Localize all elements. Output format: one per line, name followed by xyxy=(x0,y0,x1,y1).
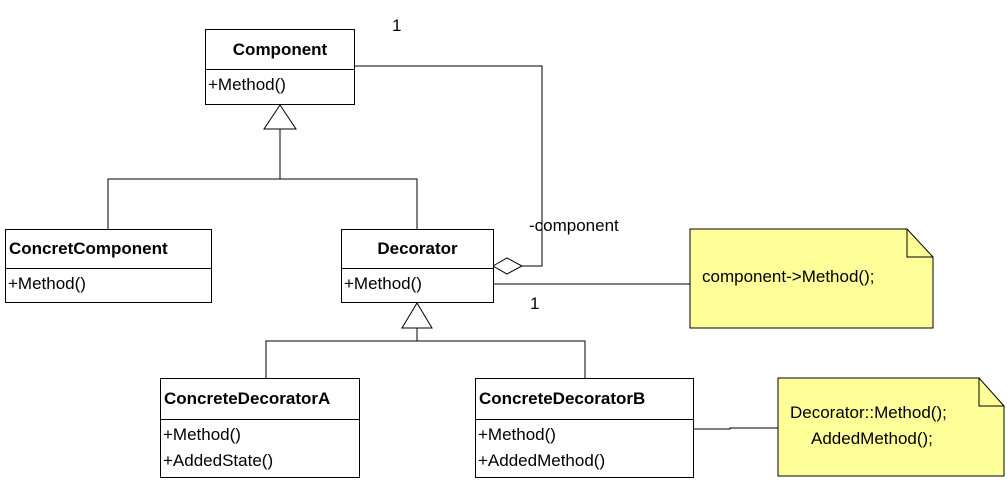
inheritance-triangle-icon xyxy=(401,302,433,329)
operation: +AddedMethod() xyxy=(478,451,606,470)
note-text: Decorator::Method(); xyxy=(790,403,947,422)
note-fold-icon xyxy=(906,229,933,258)
operation: +Method() xyxy=(8,274,86,293)
class-name: ConcreteDecoratorB xyxy=(476,379,693,420)
role-label: -component xyxy=(529,216,619,235)
class-decorator[interactable]: Decorator +Method() xyxy=(341,229,494,303)
note-shape-decorator xyxy=(689,228,934,329)
class-name: Component xyxy=(206,30,354,70)
multiplicity-decorator-end: 1 xyxy=(530,294,540,313)
class-name: ConcreteDecoratorA xyxy=(161,379,359,420)
class-concrete-component[interactable]: ConcretComponent +Method() xyxy=(5,229,212,303)
class-concrete-decorator-b[interactable]: ConcreteDecoratorB +Method() +AddedMetho… xyxy=(475,378,694,478)
class-operations: +Method() xyxy=(6,269,211,299)
note-decorator: component->Method(); xyxy=(690,229,940,328)
class-operations: +Method() +AddedMethod() xyxy=(476,420,693,476)
inheritance-branch-decorator xyxy=(265,340,586,378)
operation: +Method() xyxy=(208,75,286,94)
note-fold-icon xyxy=(978,378,1004,407)
operation: +Method() xyxy=(163,425,241,444)
class-name: Decorator xyxy=(342,230,493,269)
class-name: ConcretComponent xyxy=(6,230,211,269)
note-connector-concrete-b xyxy=(693,427,779,430)
note-text: AddedMethod(); xyxy=(811,429,933,448)
class-operations: +Method() xyxy=(206,70,354,100)
operation: +Method() xyxy=(344,274,422,293)
note-text: component->Method(); xyxy=(702,267,875,286)
class-operations: +Method() +AddedState() xyxy=(161,420,359,476)
aggregation-diamond-icon xyxy=(491,257,524,275)
class-operations: +Method() xyxy=(342,269,493,299)
inheritance-branch-component xyxy=(107,178,418,229)
class-concrete-decorator-a[interactable]: ConcreteDecoratorA +Method() +AddedState… xyxy=(160,378,360,478)
inheritance-triangle-icon xyxy=(263,104,297,130)
class-component[interactable]: Component +Method() xyxy=(205,29,355,105)
note-concrete-b: Decorator::Method(); AddedMethod(); xyxy=(778,378,1007,476)
operation: +AddedState() xyxy=(163,451,274,470)
operation: +Method() xyxy=(478,425,556,444)
aggregation-line xyxy=(354,65,543,267)
note-shape-concrete-b xyxy=(777,377,1005,477)
multiplicity-component-end: 1 xyxy=(392,16,402,35)
